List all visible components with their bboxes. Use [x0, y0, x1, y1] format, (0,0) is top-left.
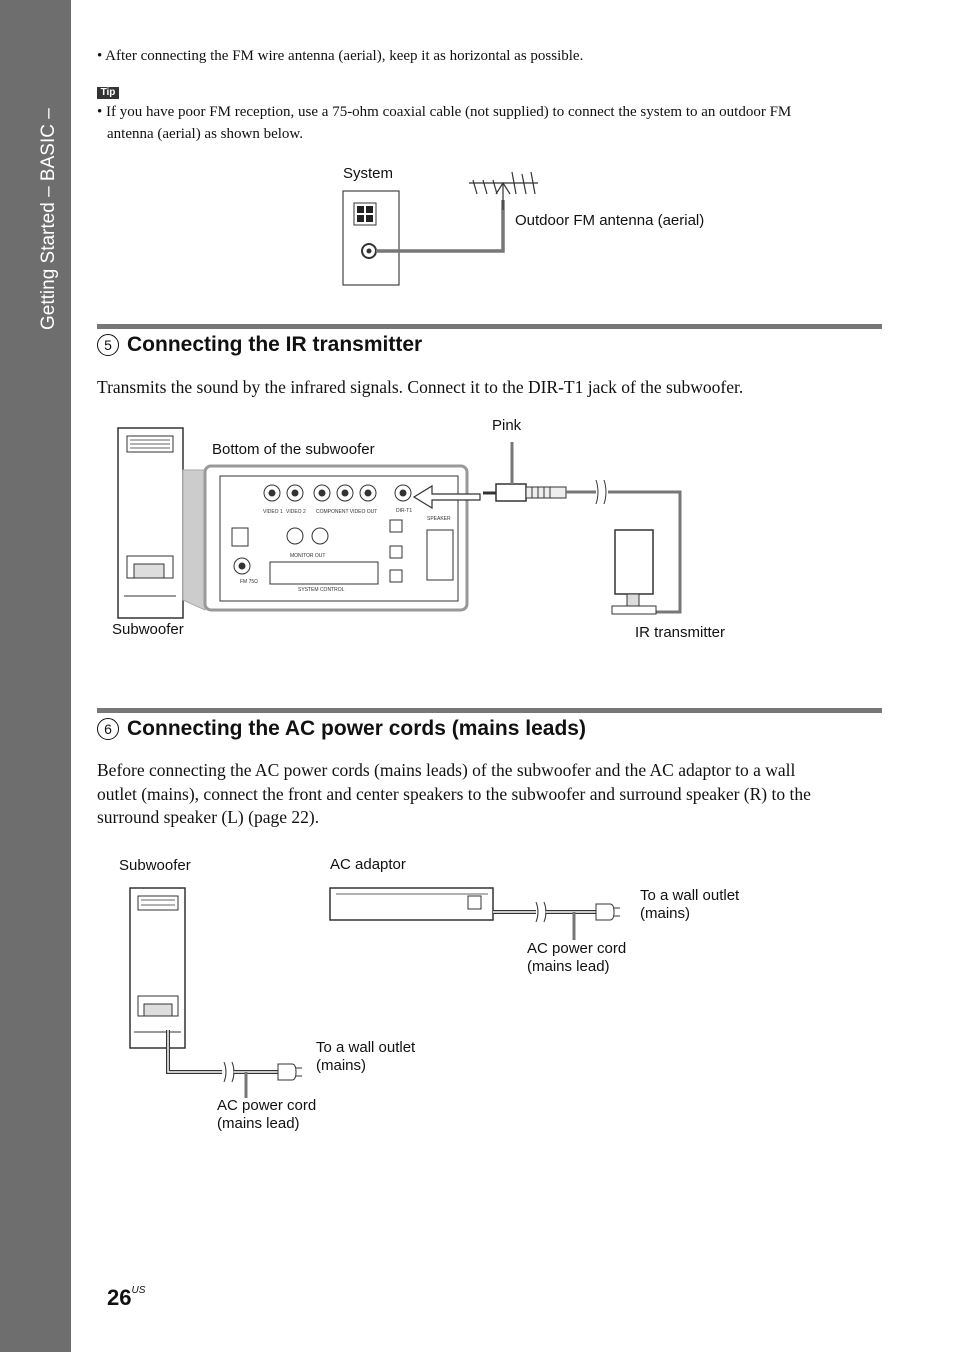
tip-badge: Tip: [97, 87, 119, 99]
section-5-title: Connecting the IR transmitter: [127, 333, 423, 356]
pink-label: Pink: [492, 417, 522, 434]
subwoofer-illustration: [129, 887, 186, 1049]
page-number: 26US: [107, 1285, 146, 1310]
svg-text:SYSTEM CONTROL: SYSTEM CONTROL: [298, 587, 345, 593]
subwoofer-label: Subwoofer: [112, 621, 184, 638]
bullet-text: • After connecting the FM wire antenna (…: [97, 48, 584, 64]
power-cord-label-left: AC power cord: [217, 1097, 317, 1114]
ac-adaptor-illustration: [329, 887, 494, 921]
antenna-icon: [469, 171, 538, 210]
svg-text:MONITOR OUT: MONITOR OUT: [290, 553, 325, 559]
plug-icon: [595, 903, 620, 921]
wall-outlet-label-left-2: (mains): [316, 1057, 367, 1074]
svg-text:VIDEO 1: VIDEO 1: [263, 509, 283, 515]
power-cord-label-right: AC power cord: [527, 940, 627, 957]
ir-cable: [608, 490, 682, 614]
section-5-heading: 5 Connecting the IR transmitter: [97, 333, 422, 357]
subwoofer-label: Subwoofer: [119, 857, 191, 874]
section-rule: [97, 324, 882, 329]
tip-text-line1: • If you have poor FM reception, use a 7…: [97, 104, 792, 120]
power-cord-label-left-2: (mains lead): [217, 1115, 300, 1132]
subwoofer-illustration: [117, 427, 184, 619]
section-6-body-line3: surround speaker (L) (page 22).: [97, 807, 320, 827]
section-number-badge: 6: [97, 718, 119, 740]
sidebar-tab: [0, 0, 71, 1352]
system-label: System: [343, 165, 394, 182]
ac-adaptor-label: AC adaptor: [330, 856, 406, 873]
tip-text-line2: antenna (aerial) as shown below.: [107, 126, 304, 142]
svg-text:FM 75Ω: FM 75Ω: [240, 579, 258, 585]
section-number-badge: 5: [97, 334, 119, 356]
section-6-title: Connecting the AC power cords (mains lea…: [127, 717, 586, 740]
section-6-body-line1: Before connecting the AC power cords (ma…: [97, 760, 796, 780]
svg-text:DIR-T1: DIR-T1: [396, 508, 412, 514]
wall-outlet-label-right: To a wall outlet: [640, 887, 740, 904]
zoom-wedge: [182, 469, 206, 611]
section-rule: [97, 708, 882, 713]
wall-outlet-label-left: To a wall outlet: [316, 1039, 416, 1056]
insert-arrow: [412, 484, 481, 510]
svg-text:SPEAKER: SPEAKER: [427, 516, 451, 522]
section-5-body: Transmits the sound by the infrared sign…: [97, 377, 744, 397]
ir-transmitter-label: IR transmitter: [635, 624, 726, 641]
ir-transmitter-illustration: [611, 529, 657, 615]
antenna-label: Outdoor FM antenna (aerial): [515, 212, 705, 229]
wall-outlet-label-right-2: (mains): [640, 905, 691, 922]
section-6-body-line2: outlet (mains), connect the front and ce…: [97, 784, 811, 804]
bottom-of-subwoofer-label: Bottom of the subwoofer: [212, 441, 375, 458]
power-cord-label-right-2: (mains lead): [527, 958, 610, 975]
coax-cable: [376, 200, 505, 253]
svg-text:VIDEO 2: VIDEO 2: [286, 509, 306, 515]
plug-icon: [277, 1063, 302, 1081]
section-6-heading: 6 Connecting the AC power cords (mains l…: [97, 717, 586, 741]
svg-text:COMPONENT VIDEO OUT: COMPONENT VIDEO OUT: [316, 509, 377, 515]
